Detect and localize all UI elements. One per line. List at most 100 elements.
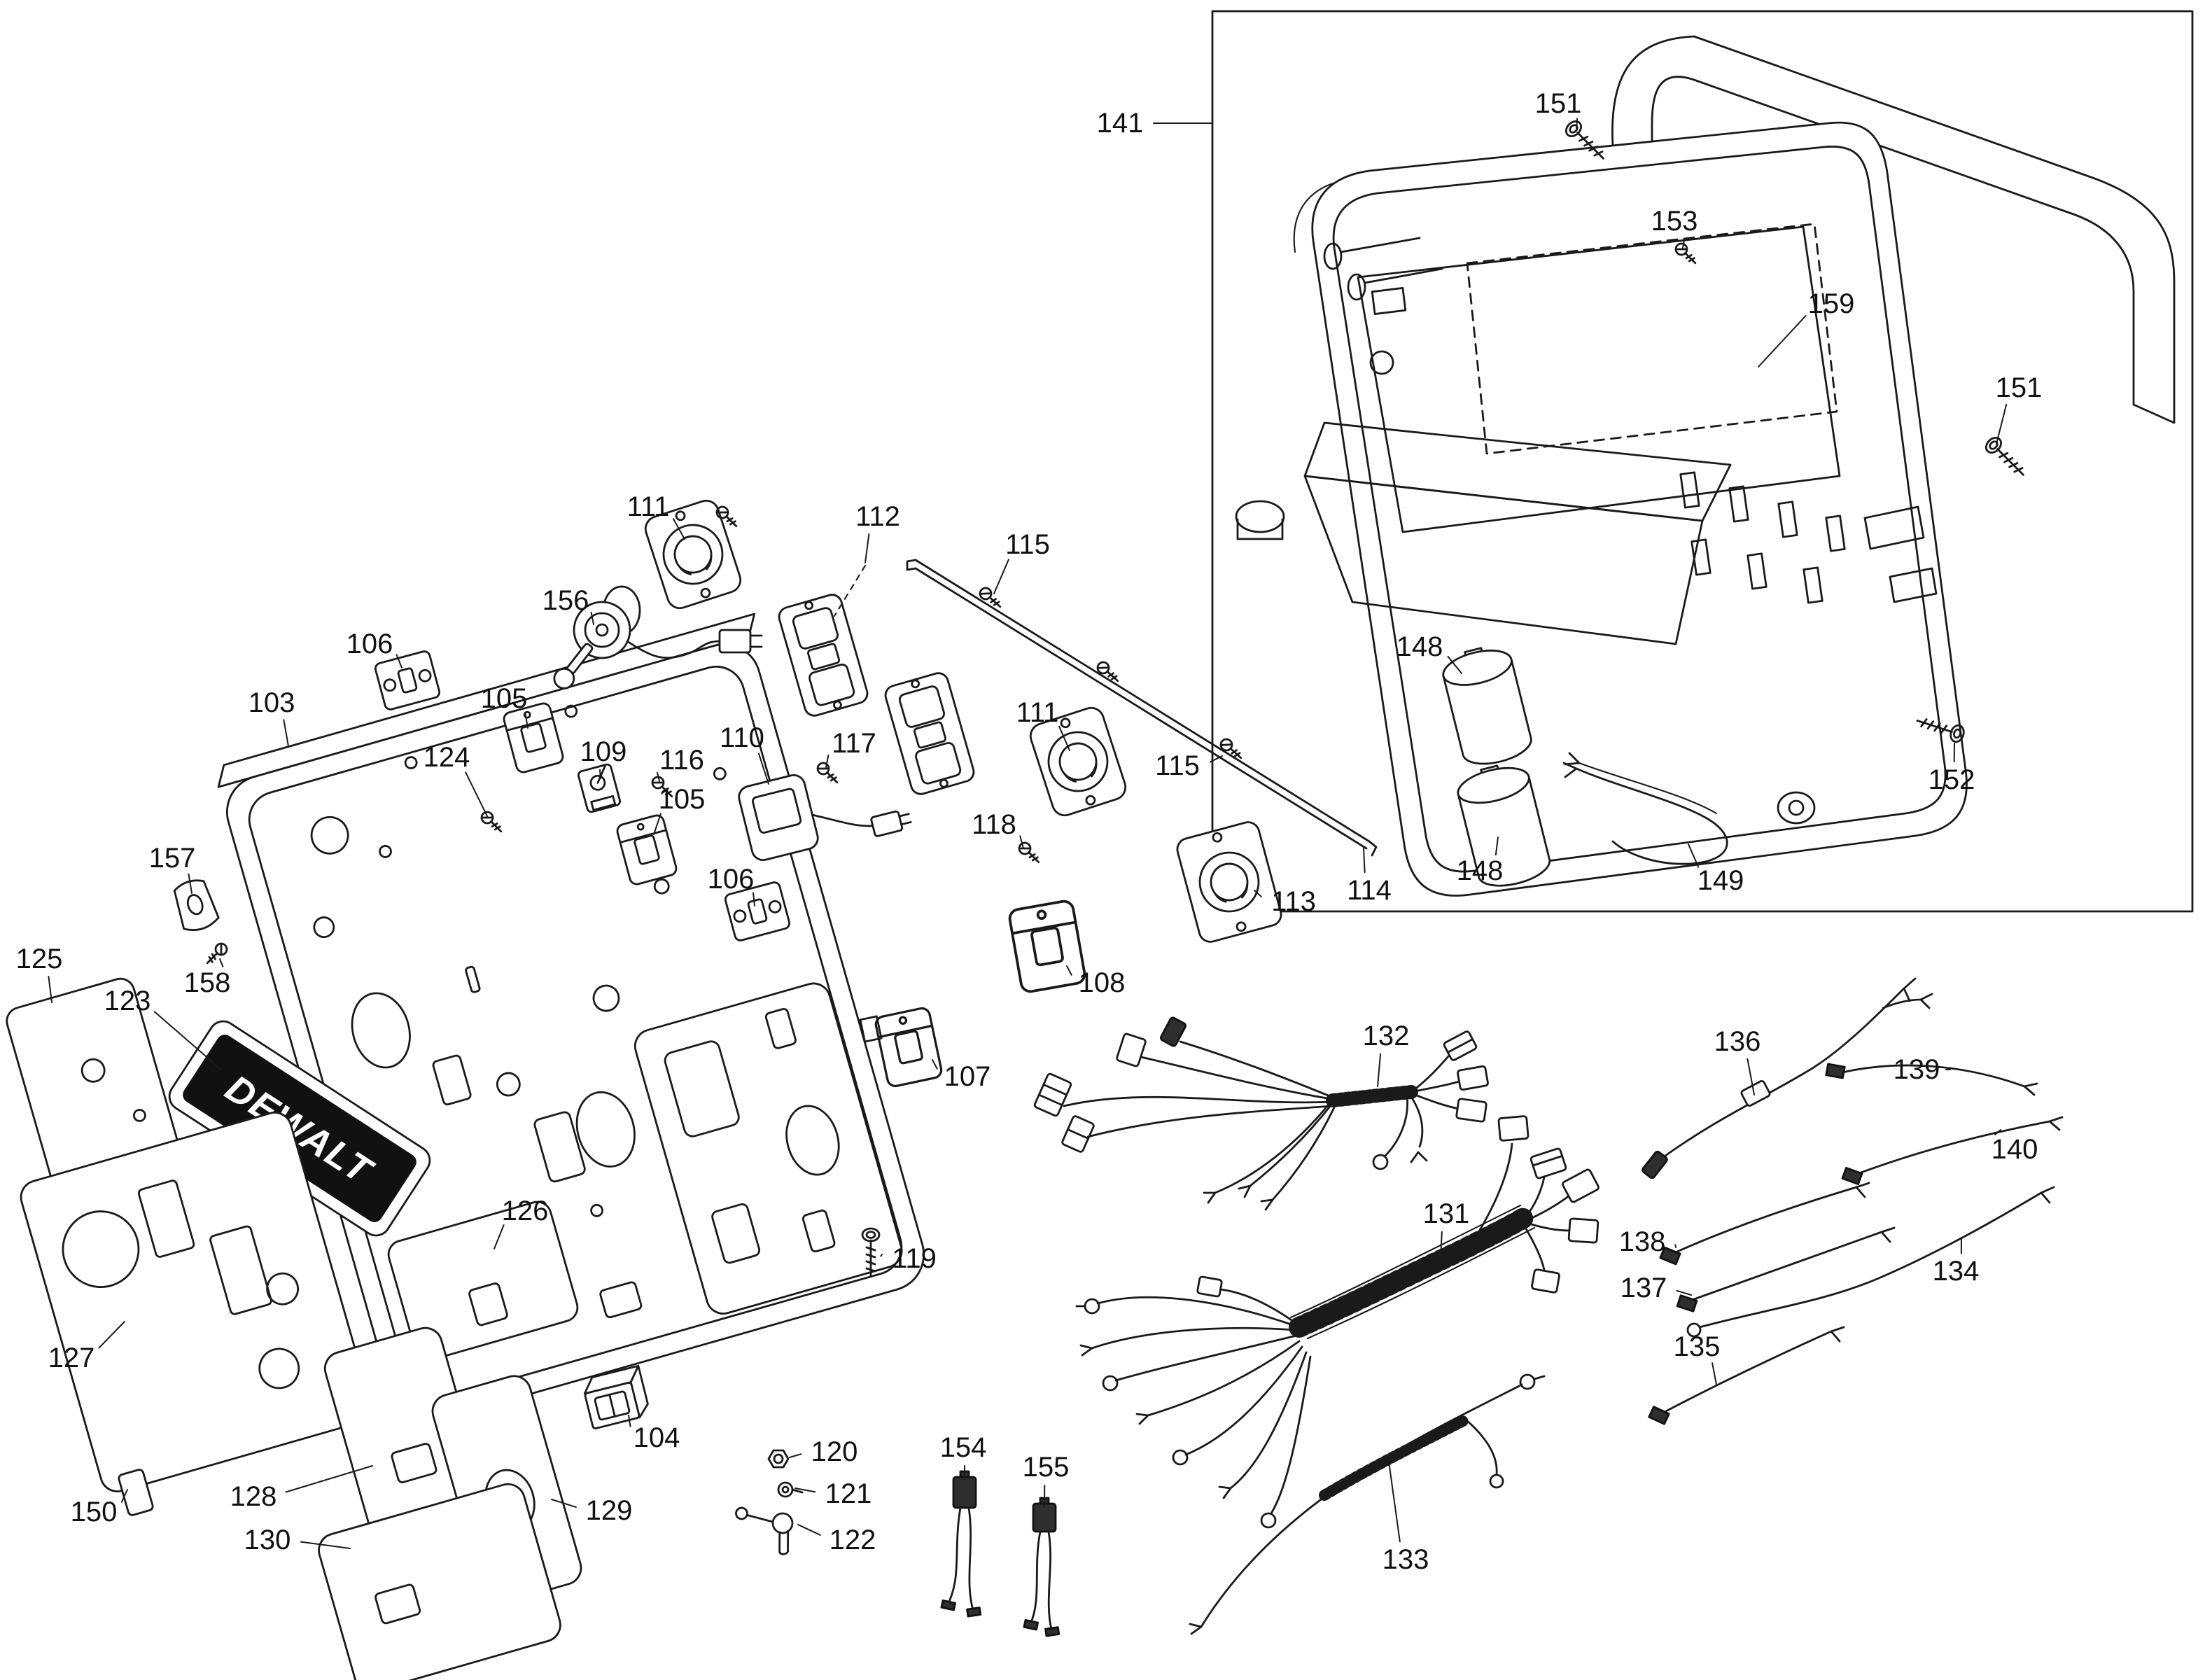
part-callout-118: 118 [972,809,1016,840]
leader-line-153 [1682,237,1686,248]
part-137-wire [1676,1226,1896,1312]
leader-line-108 [1066,965,1072,976]
leader-line-106 [396,654,402,668]
rubber-foot [1235,500,1285,533]
leader-line-121 [794,1488,816,1493]
leader-line-128 [285,1465,373,1493]
leader-line-129 [551,1499,577,1508]
leader-line-130 [300,1541,351,1549]
part-callout-104: 104 [634,1422,680,1453]
leader-line-159 [1758,315,1807,368]
part-140-wire [1841,1116,2064,1186]
part-callout-141: 141 [1097,108,1144,139]
part-callout-115: 115 [1005,529,1050,560]
part-callout-126: 126 [502,1196,549,1226]
part-callout-153: 153 [1651,206,1698,237]
part-150-decal [118,1469,154,1516]
part-139-wire [1825,1063,2038,1096]
part-148-capacitor-1 [1442,647,1532,765]
part-115-screw-2 [1094,659,1123,687]
part-callout-132: 132 [1363,1021,1410,1051]
part-callout-151: 151 [1535,88,1582,119]
part-callout-131: 131 [1423,1198,1470,1229]
part-127-decal [20,1112,372,1492]
part-121-washer [777,1481,804,1498]
part-callout-156: 156 [542,585,589,616]
leader-line-115 [1209,755,1223,763]
part-135-wire [1648,1326,1845,1425]
leader-line-104 [628,1415,631,1427]
part-callout-139: 139 [1893,1054,1940,1085]
leader-line-150 [120,1489,128,1503]
part-callout-111: 111 [1016,697,1059,728]
part-155-connector-leads [1023,1497,1060,1637]
leader-line-157 [188,873,192,894]
leader-line-136 [1746,1058,1755,1096]
leader-line-117 [825,754,830,768]
part-callout-115: 115 [1155,750,1200,781]
part-callout-130: 130 [244,1525,291,1555]
leader-line-105 [524,712,528,729]
part-107-breaker [873,1005,944,1089]
leader-line-120 [789,1453,802,1458]
leader-line-135 [1712,1362,1717,1385]
inset-rear-housing-box [1211,10,2194,913]
leader-line-107 [932,1059,938,1070]
part-callout-127: 127 [48,1343,95,1373]
part-130-decal [318,1483,561,1680]
leader-line-132 [1377,1053,1382,1087]
part-callout-116: 116 [659,745,704,776]
part-126-decal [387,1200,579,1362]
part-157-boot [173,879,220,931]
part-callout-159: 159 [1808,288,1855,319]
part-callout-106: 106 [708,864,755,895]
leader-line-103 [283,719,289,747]
part-callout-154: 154 [940,1432,987,1463]
part-118-screw [1016,839,1044,867]
part-120-nut [767,1449,790,1469]
part-callout-123: 123 [104,986,151,1016]
part-callout-135: 135 [1674,1331,1721,1362]
part-callout-119: 119 [892,1243,937,1274]
leader-line-126 [493,1224,505,1250]
part-154-connector-leads [940,1470,982,1618]
part-132-wire-harness [1033,1016,1489,1211]
part-112-gfci-outlet-1 [776,592,871,719]
part-callout-106: 106 [346,629,393,659]
part-107-bracket [859,1015,883,1043]
part-callout-157: 157 [149,843,196,874]
part-callout-125: 125 [16,944,63,974]
leader-line-148 [1447,655,1462,674]
leader-line-125 [48,975,52,1003]
part-callout-140: 140 [1991,1134,2038,1165]
part-callout-158: 158 [184,967,231,998]
part-callout-134: 134 [1933,1256,1980,1287]
part-callout-137: 137 [1620,1273,1667,1303]
part-callout-111: 111 [627,491,670,522]
part-156-ignition-switch [553,585,763,690]
leader-line-140 [1994,1129,2001,1135]
part-110-hour-meter [738,774,912,862]
part-callout-112: 112 [855,501,900,532]
leader-line-151 [1996,404,2008,444]
leader-line-112 [864,533,870,564]
part-112-gfci-outlet-2 [882,670,977,797]
part-122-fuel-valve [735,1506,794,1555]
gfci-alignment-line [833,564,867,617]
part-callout-136: 136 [1714,1026,1761,1057]
leader-line-115 [993,559,1009,594]
part-callout-114: 114 [1347,875,1392,906]
leader-line-106 [752,892,755,906]
part-148-capacitor-2 [1457,764,1551,887]
leader-line-124 [465,771,488,817]
leader-line-111 [672,518,685,540]
part-callout-107: 107 [944,1061,991,1092]
part-callout-120: 120 [811,1436,858,1467]
part-109-rocker-switch [578,763,621,813]
part-callout-149: 149 [1698,865,1744,896]
leader-line-113 [1254,890,1262,897]
leader-line-158 [219,958,224,968]
